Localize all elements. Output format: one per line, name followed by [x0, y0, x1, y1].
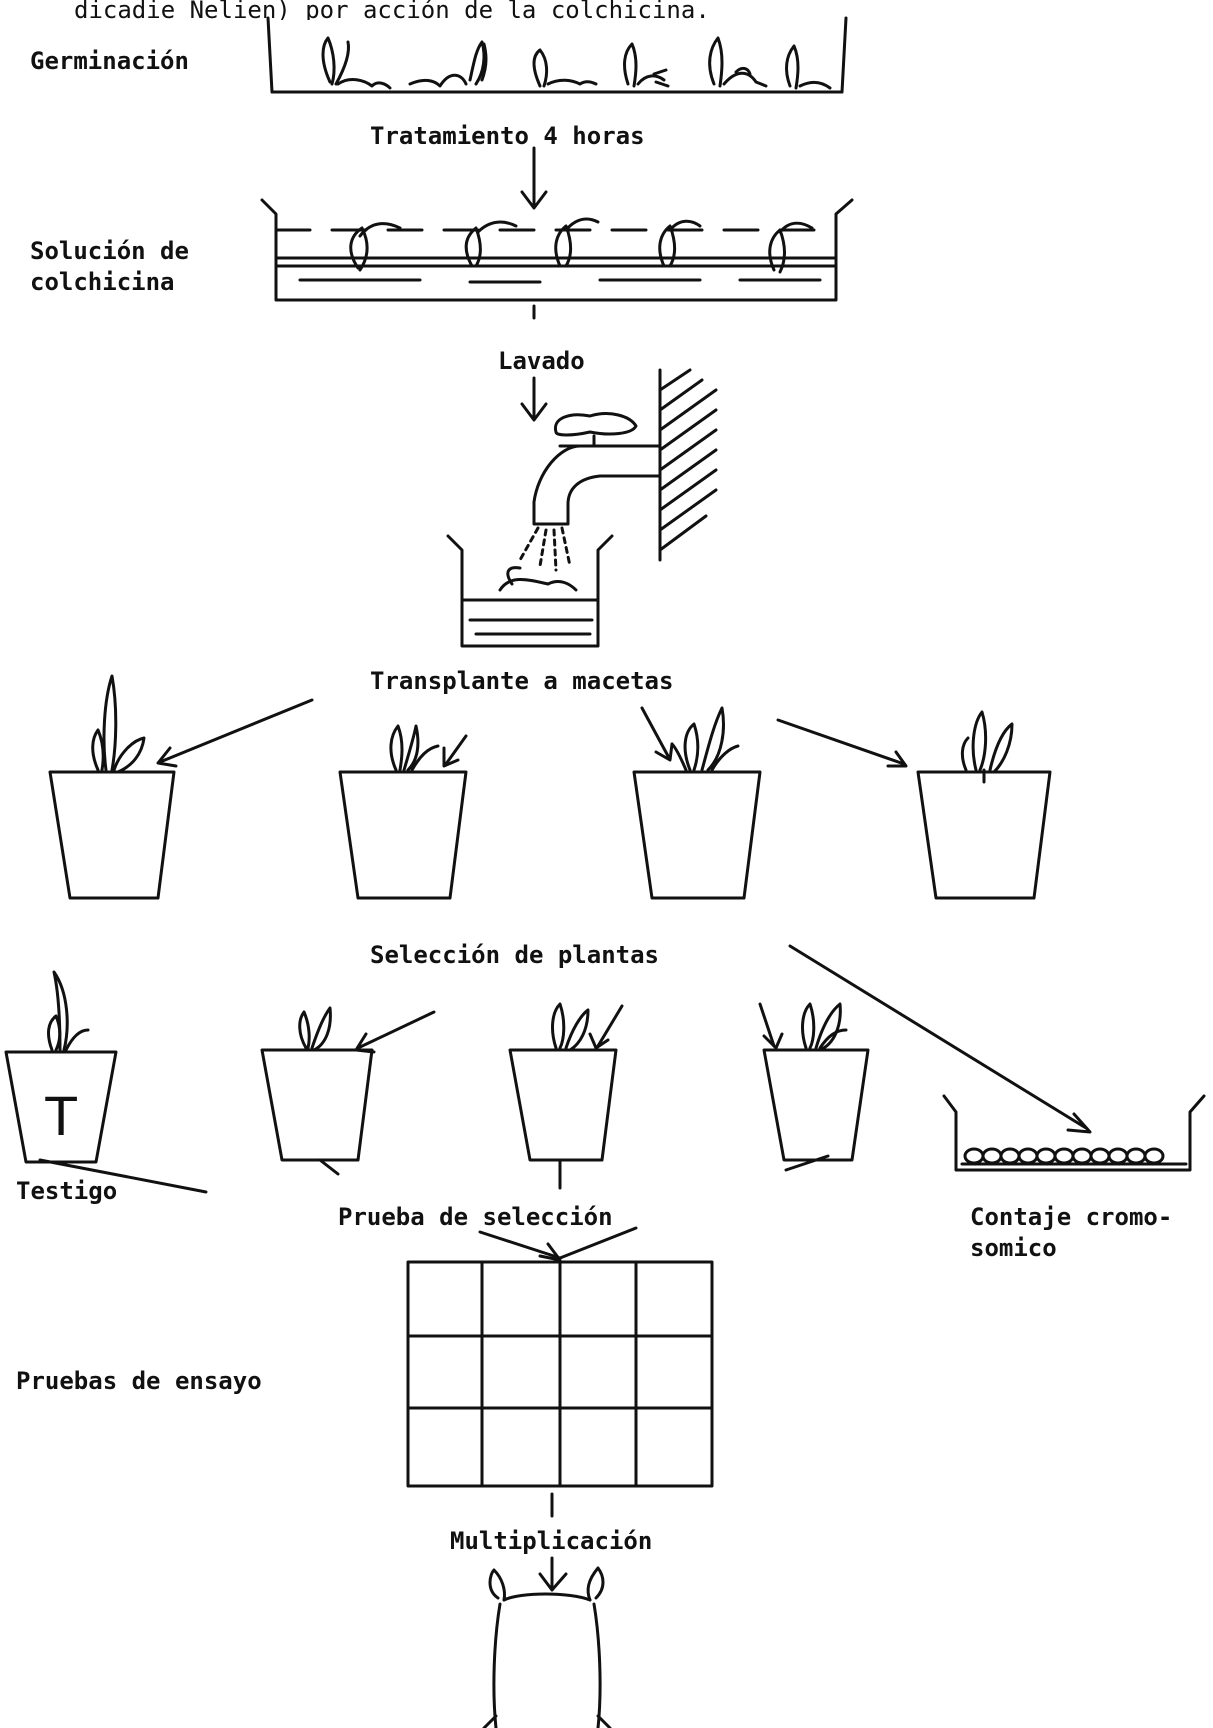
seedling-icon — [708, 36, 768, 88]
label-multiplicacion: Multiplicación — [450, 1527, 653, 1555]
faucet-icon — [532, 412, 662, 526]
label-testigo: Testigo — [16, 1177, 118, 1205]
pot — [338, 724, 468, 900]
control-pot — [4, 970, 208, 1194]
arrow-to-sack — [538, 1556, 568, 1592]
seedling-icon — [408, 40, 488, 88]
colchicine-tray — [260, 198, 854, 302]
seedling-icon — [623, 42, 670, 88]
label-contaje: Contaje cromo- somico — [970, 1203, 1173, 1262]
seedling-icon — [321, 36, 392, 90]
arrow-to-solution — [520, 146, 548, 210]
petri-dish — [942, 1094, 1206, 1172]
seedling-icon — [768, 221, 814, 274]
pot — [762, 1002, 870, 1172]
pot — [916, 710, 1052, 900]
pot — [48, 674, 176, 900]
seedling-icon — [658, 219, 702, 268]
seedling-icon — [464, 220, 518, 268]
seedling-icon — [785, 44, 832, 90]
figure-caption: dicadie Nelien) por acción de la colchic… — [74, 0, 710, 20]
wall-icon — [658, 368, 718, 562]
germination-tray — [266, 16, 848, 94]
pot — [260, 1006, 374, 1176]
label-tratamiento: Tratamiento 4 horas — [370, 122, 645, 150]
label-germinacion: Germinación — [30, 47, 189, 75]
transplant-arrows — [156, 698, 908, 768]
seedling-icon — [349, 222, 402, 272]
wash-basin — [446, 534, 614, 648]
label-lavado: Lavado — [498, 347, 585, 375]
selection-arrows — [354, 944, 1092, 1134]
water-spray — [518, 526, 572, 572]
trial-grid — [406, 1260, 714, 1488]
label-seleccion: Selección de plantas — [370, 941, 659, 969]
grid-arrows — [478, 1226, 638, 1262]
label-solucion: Solución de colchicina — [30, 237, 189, 296]
seed-sack-icon — [482, 1566, 612, 1728]
pot — [632, 706, 762, 900]
control-mark: T — [44, 1084, 79, 1147]
arrow-to-wash — [520, 376, 548, 422]
label-transplante: Transplante a macetas — [370, 667, 674, 695]
seedling-icon — [554, 217, 600, 268]
label-pruebas-ensayo: Pruebas de ensayo — [16, 1367, 262, 1395]
label-prueba-seleccion: Prueba de selección — [338, 1203, 613, 1231]
seedling-icon — [532, 48, 598, 88]
pot — [508, 1002, 618, 1178]
